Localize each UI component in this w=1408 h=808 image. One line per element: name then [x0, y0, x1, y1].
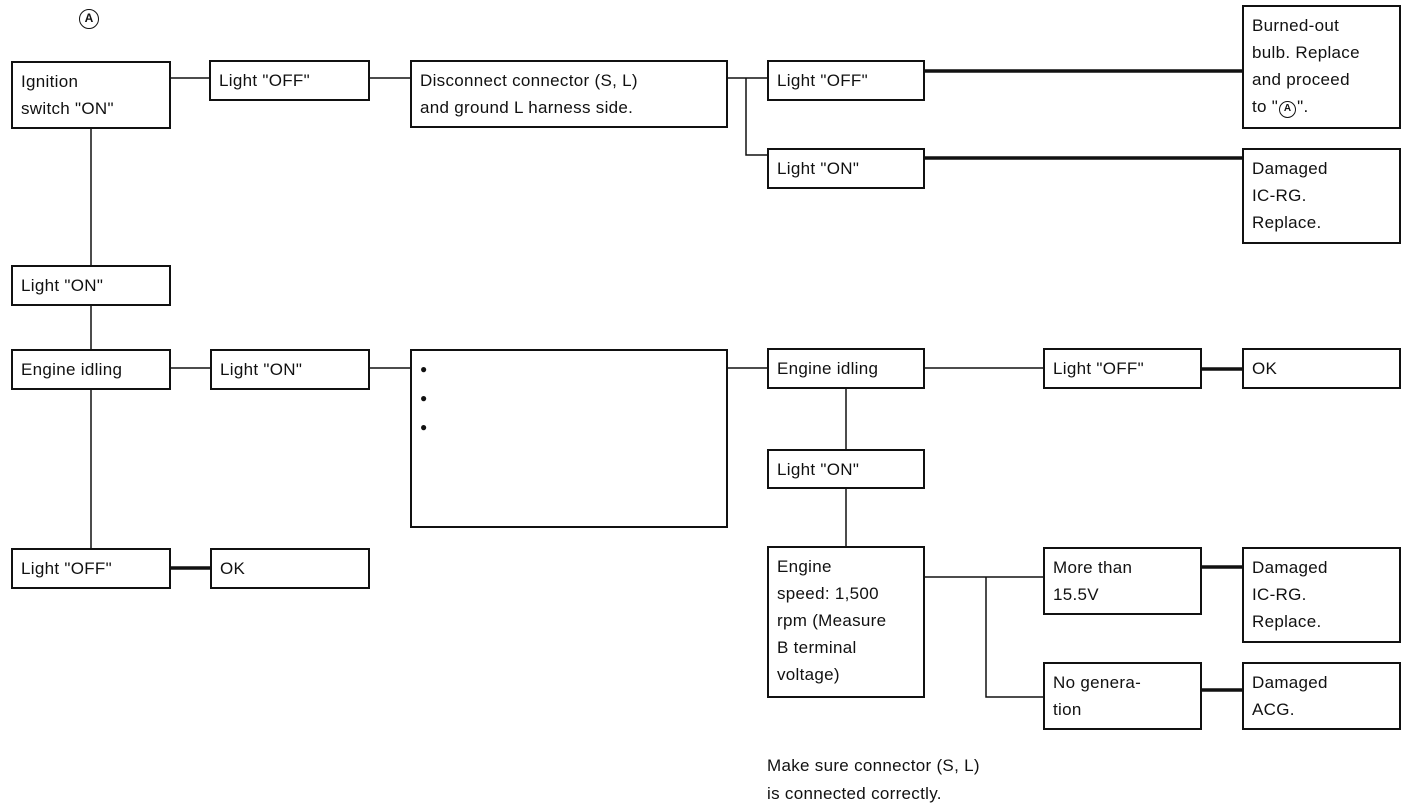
light-on-idling-box: Light "ON" — [210, 349, 370, 390]
no-generation-box: No genera- tion — [1043, 662, 1202, 730]
box-line: Light "OFF" — [1053, 359, 1144, 378]
box-line: tion — [1053, 700, 1082, 719]
box-line: Light "OFF" — [219, 71, 310, 90]
link-branch-to-light-on — [745, 78, 767, 156]
box-line: Damaged — [1252, 673, 1328, 692]
engine-speed-box: Engine speed: 1,500 rpm (Measure B termi… — [767, 546, 925, 698]
box-line: IC-RG. — [1252, 186, 1307, 205]
ignition-switch-on-box: Ignition switch "ON" — [11, 61, 171, 129]
box-line: Replace. — [1252, 612, 1322, 631]
ok-box-1: OK — [210, 548, 370, 589]
box-line: OK — [1252, 359, 1278, 378]
engine-idling-box-2: Engine idling — [767, 348, 925, 389]
light-off-box: Light "OFF" — [209, 60, 370, 101]
damaged-ic-rg-box-1: Damaged IC-RG. Replace. — [1242, 148, 1401, 244]
box-line: rpm (Measure — [777, 611, 887, 630]
box-line: to "A". — [1252, 93, 1391, 120]
connector-note: Make sure connector (S, L) is connected … — [767, 752, 980, 808]
light-on-box: Light "ON" — [11, 265, 171, 306]
box-line: B terminal — [777, 638, 857, 657]
box-line: Light "ON" — [777, 460, 860, 479]
box-line: OK — [220, 559, 246, 578]
light-off-final-box: Light "OFF" — [11, 548, 171, 589]
box-line: ACG. — [1252, 700, 1295, 719]
thin-connectors — [90, 77, 1043, 698]
box-line: Damaged — [1252, 558, 1328, 577]
box-line: Light "ON" — [220, 360, 303, 379]
engine-idling-box: Engine idling — [11, 349, 171, 390]
light-off-idling-box: Light "OFF" — [1043, 348, 1202, 389]
box-line-tail: ". — [1297, 97, 1309, 116]
box-line: Replace. — [1252, 213, 1322, 232]
marker-a-icon: A — [79, 9, 99, 29]
check-item — [420, 385, 718, 414]
box-line: and ground L harness side. — [420, 98, 634, 117]
light-off-branch-box: Light "OFF" — [767, 60, 925, 101]
burned-out-bulb-box: Burned-out bulb. Replace and proceed to … — [1242, 5, 1401, 129]
note-line: is connected correctly. — [767, 784, 942, 803]
thick-connectors — [170, 69, 1242, 692]
box-line: Engine — [777, 557, 832, 576]
check-item — [420, 414, 718, 443]
box-line: More than — [1053, 558, 1133, 577]
box-line: speed: 1,500 — [777, 584, 879, 603]
box-line: 15.5V — [1053, 585, 1099, 604]
light-on-branch-box: Light "ON" — [767, 148, 925, 189]
box-line: Engine idling — [21, 360, 123, 379]
box-line: IC-RG. — [1252, 585, 1307, 604]
link-branch-to-no-generation — [985, 577, 1043, 698]
box-line: switch "ON" — [21, 99, 114, 118]
box-line: Light "OFF" — [777, 71, 868, 90]
box-line: Burned-out — [1252, 16, 1340, 35]
box-line: Light "ON" — [21, 276, 104, 295]
ok-box-2: OK — [1242, 348, 1401, 389]
more-than-15v-box: More than 15.5V — [1043, 547, 1202, 615]
box-line: and proceed — [1252, 70, 1350, 89]
damaged-acg-box: Damaged ACG. — [1242, 662, 1401, 730]
box-line: Light "OFF" — [21, 559, 112, 578]
check-item — [420, 356, 718, 385]
box-line: Engine idling — [777, 359, 879, 378]
box-line: Disconnect connector (S, L) — [420, 71, 638, 90]
disconnect-connector-box: Disconnect connector (S, L) and ground L… — [410, 60, 728, 128]
box-line: No genera- — [1053, 673, 1142, 692]
light-on-box-2: Light "ON" — [767, 449, 925, 489]
inline-marker-a-icon: A — [1279, 101, 1297, 118]
box-line: Light "ON" — [777, 159, 860, 178]
box-line: bulb. Replace — [1252, 43, 1360, 62]
damaged-ic-rg-box-2: Damaged IC-RG. Replace. — [1242, 547, 1401, 643]
box-line: Ignition — [21, 72, 79, 91]
box-line: Damaged — [1252, 159, 1328, 178]
box-line: voltage) — [777, 665, 840, 684]
note-line: Make sure connector (S, L) — [767, 756, 980, 775]
box-line-text: to " — [1252, 97, 1279, 116]
check-following-box — [410, 349, 728, 528]
